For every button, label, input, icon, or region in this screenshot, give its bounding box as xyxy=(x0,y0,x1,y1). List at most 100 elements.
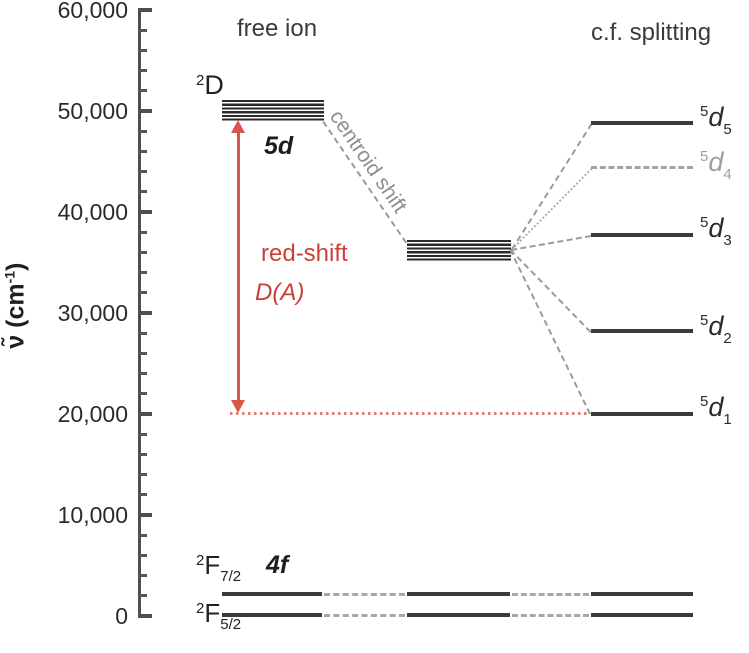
axis-minor-tick xyxy=(138,351,147,355)
axis-major-tick xyxy=(138,311,152,315)
axis-major-tick xyxy=(138,8,152,12)
f52-dash-1 xyxy=(324,613,405,617)
axis-major-tick xyxy=(138,109,152,113)
f52-segment-cf xyxy=(591,613,693,617)
axis-tick-label: 0 xyxy=(115,603,128,629)
axis-minor-tick xyxy=(138,250,147,254)
d3-base: d xyxy=(708,213,724,243)
f72-base: F xyxy=(204,550,221,580)
f52-sup: 2 xyxy=(196,600,205,617)
axis-minor-tick xyxy=(138,553,147,557)
axis-minor-tick xyxy=(138,89,147,93)
axis-minor-tick xyxy=(138,170,147,174)
f72-dash-2 xyxy=(512,592,589,596)
axis-major-tick xyxy=(138,513,152,517)
d5-sup: 5 xyxy=(700,103,709,120)
axis-minor-tick xyxy=(138,190,147,194)
d2-base: d xyxy=(708,311,724,341)
d3-sup: 5 xyxy=(700,214,709,231)
term-label-2F52: 2F5/2 xyxy=(196,598,241,633)
d1-sub: 1 xyxy=(723,411,732,428)
axis-tick-label: 10,000 xyxy=(57,502,128,528)
f72-dash-1 xyxy=(324,592,405,596)
orbital-label-4f: 4f xyxy=(266,551,289,579)
d5-sub: 5 xyxy=(723,121,732,138)
d4-base: d xyxy=(708,147,724,177)
term-2D-sup: 2 xyxy=(196,72,205,89)
level-label-d2: 5d2 xyxy=(700,311,732,347)
axis-minor-tick xyxy=(138,149,147,153)
red-dotted-guide-line xyxy=(230,412,589,415)
d4-sup: 5 xyxy=(700,148,709,165)
red-shift-arrow-line xyxy=(237,130,240,402)
axis-major-tick xyxy=(138,210,152,214)
level-line-d5 xyxy=(591,121,693,125)
axis-minor-tick xyxy=(138,473,147,477)
axis-title-exponent: -1 xyxy=(1,270,18,284)
axis-title-text: ν̃ (cm xyxy=(1,283,30,349)
level-label-d1: 5d1 xyxy=(700,392,732,428)
axis-minor-tick xyxy=(138,28,147,32)
axis-minor-tick xyxy=(138,48,147,52)
level-line-d3 xyxy=(591,233,693,237)
axis-minor-tick xyxy=(138,291,147,295)
f72-sup: 2 xyxy=(196,552,205,569)
term-label-2F72: 2F7/2 xyxy=(196,550,241,585)
level-label-d4: 5d4 xyxy=(700,147,732,183)
fan-line-to-d2 xyxy=(509,249,592,333)
fan-line-to-d1 xyxy=(509,249,591,415)
red-shift-symbol-DA: D(A) xyxy=(255,279,305,306)
axis-tick-label: 50,000 xyxy=(57,98,128,124)
term-2D-base: D xyxy=(204,70,224,100)
axis-major-tick xyxy=(138,614,152,618)
axis-minor-tick xyxy=(138,271,147,275)
axis-minor-tick xyxy=(138,594,147,598)
d4-sub: 4 xyxy=(723,166,732,183)
level-label-d3: 5d3 xyxy=(700,213,732,249)
centroid-5d-band xyxy=(407,240,511,262)
axis-minor-tick xyxy=(138,392,147,396)
f72-segment-free-ion xyxy=(222,592,322,596)
d1-base: d xyxy=(708,392,724,422)
axis-minor-tick xyxy=(138,452,147,456)
f52-base: F xyxy=(204,598,221,628)
f52-segment-free-ion xyxy=(222,613,322,617)
f52-sub: 5/2 xyxy=(220,616,242,633)
header-free-ion: free ion xyxy=(237,15,318,42)
axis-tick-label: 40,000 xyxy=(57,199,128,225)
f52-segment-centroid xyxy=(407,613,510,617)
axis-title: ν̃ (cm-1) xyxy=(1,226,30,386)
axis-tick-label: 60,000 xyxy=(57,0,128,23)
centroid-shift-label: centroid shift xyxy=(325,106,412,218)
level-line-d1 xyxy=(591,412,693,416)
f72-segment-centroid xyxy=(407,592,510,596)
d2-sup: 5 xyxy=(700,312,709,329)
axis-tick-label: 20,000 xyxy=(57,401,128,427)
level-line-d2 xyxy=(591,329,693,333)
axis-minor-tick xyxy=(138,493,147,497)
red-shift-label: red-shift xyxy=(261,240,348,267)
axis-minor-tick xyxy=(138,533,147,537)
axis-minor-tick xyxy=(138,372,147,376)
f52-dash-2 xyxy=(512,613,589,617)
level-label-d5: 5d5 xyxy=(700,102,732,138)
free-ion-5d-band xyxy=(222,100,324,122)
f72-segment-cf xyxy=(591,592,693,596)
term-label-2D: 2D xyxy=(196,70,224,101)
f72-sub: 7/2 xyxy=(220,568,242,585)
axis-tick-label: 30,000 xyxy=(57,300,128,326)
visible-spectrum-bar xyxy=(141,343,158,477)
fan-line-to-d5 xyxy=(511,123,593,251)
axis-minor-tick xyxy=(138,331,147,335)
d1-sup: 5 xyxy=(700,393,709,410)
axis-minor-tick xyxy=(138,432,147,436)
axis-minor-tick xyxy=(138,574,147,578)
red-shift-arrowhead-up xyxy=(231,120,245,133)
axis-minor-tick xyxy=(138,129,147,133)
red-shift-arrowhead-down xyxy=(231,400,245,413)
axis-title-close: ) xyxy=(1,262,30,271)
d2-sub: 2 xyxy=(723,330,732,347)
header-cf-splitting: c.f. splitting xyxy=(591,19,712,46)
axis-major-tick xyxy=(138,412,152,416)
